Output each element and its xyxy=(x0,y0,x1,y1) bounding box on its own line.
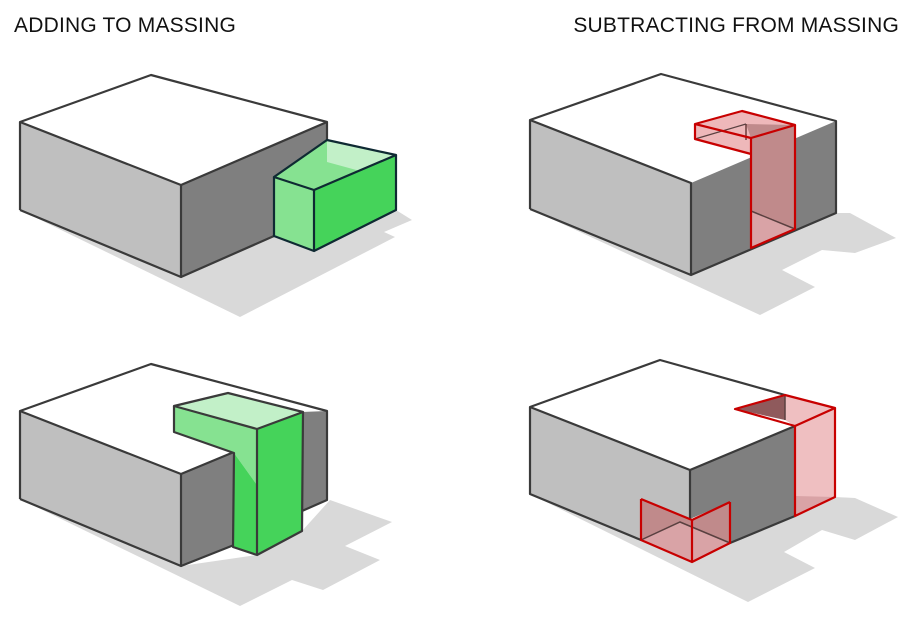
massing-edges xyxy=(729,514,796,545)
massing-edges xyxy=(18,362,329,513)
shadow xyxy=(530,494,898,602)
subtracted-inner-edge xyxy=(640,521,731,544)
massing-side-face xyxy=(302,411,327,511)
diagram-subtract-vertical xyxy=(528,72,896,315)
massing-edges xyxy=(529,118,693,275)
added-volume-top-highlight xyxy=(327,140,396,171)
massing-edges xyxy=(180,543,235,568)
diagram-add-box xyxy=(18,73,412,317)
shadow xyxy=(530,209,896,315)
added-volume-side xyxy=(257,412,303,555)
massing-side-face xyxy=(181,452,234,566)
added-volume-front xyxy=(274,177,314,251)
diagram-subtract-corners xyxy=(528,358,898,602)
massing-front-face xyxy=(530,407,690,540)
title-adding-to-massing: ADDING TO MASSING xyxy=(14,14,236,37)
massing-side-face xyxy=(690,426,795,543)
subtracted-volume-top-shadow xyxy=(735,395,785,420)
massing-front-face xyxy=(20,122,181,277)
subtracted-volume-floor xyxy=(751,211,795,248)
massing-top-face xyxy=(530,360,795,470)
massing-edges xyxy=(180,234,275,279)
added-volume-side xyxy=(314,155,396,251)
added-volume-edges xyxy=(272,138,398,253)
subtracted-volume-notch-floor xyxy=(641,522,730,562)
shadow xyxy=(20,499,392,606)
subtracted-volume-edges xyxy=(639,497,732,564)
shadow xyxy=(20,210,412,317)
added-volume-top xyxy=(174,393,303,429)
massing-front-face xyxy=(530,120,691,275)
subtracted-volume-edges xyxy=(693,109,797,250)
title-subtracting-from-massing: SUBTRACTING FROM MASSING xyxy=(573,14,899,37)
subtracted-volume-lip xyxy=(695,124,751,154)
subtracted-inner-edge xyxy=(750,210,796,230)
added-volume-edges xyxy=(172,391,305,557)
added-volume-front xyxy=(233,453,257,555)
diagram-add-l-shape xyxy=(18,362,392,606)
massing-side-face xyxy=(181,122,327,277)
massing-front-face xyxy=(20,411,181,566)
subtracted-volume-edges xyxy=(733,393,837,518)
